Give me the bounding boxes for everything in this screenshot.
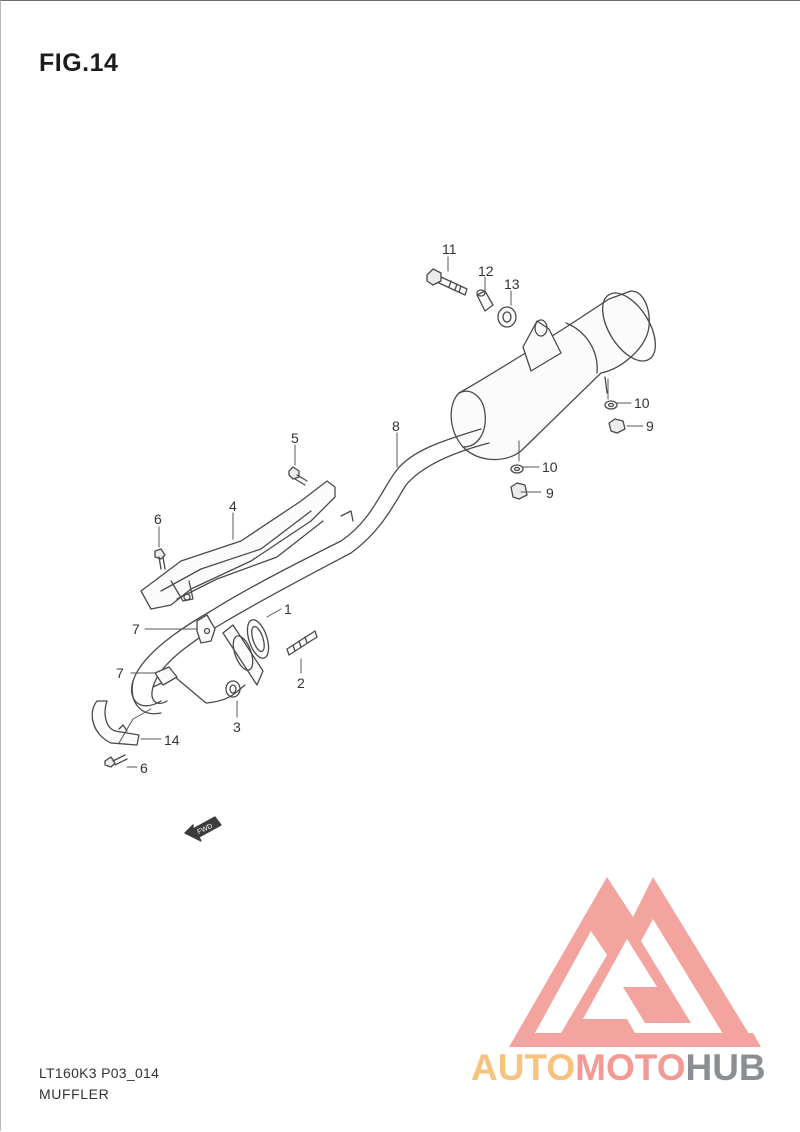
exhaust-pipe: [131, 428, 490, 715]
callout-7-lower: 7: [116, 665, 124, 681]
callout-7-upper: 7: [132, 621, 140, 637]
callout-1: 1: [284, 601, 292, 617]
leader-lines: [118, 256, 644, 768]
callout-3: 3: [233, 719, 241, 735]
section-name: MUFFLER: [39, 1086, 110, 1102]
callout-9-upper: 9: [646, 418, 654, 434]
callout-12: 12: [478, 263, 494, 279]
bolt-6-upper: [154, 548, 166, 570]
clamp-lower: [154, 666, 178, 686]
bolt-9-upper: [608, 418, 626, 434]
callout-11: 11: [442, 241, 457, 257]
callout-6-upper: 6: [154, 511, 162, 527]
callout-13: 13: [504, 276, 520, 292]
callout-9-lower: 9: [546, 485, 554, 501]
bolt-9-lower: [510, 482, 528, 500]
washer-10-upper: [604, 400, 618, 410]
muffler-body: [450, 290, 656, 461]
pipe-protector: [91, 700, 140, 746]
automotohub-logo-icon: [509, 877, 761, 1047]
callout-4: 4: [229, 498, 237, 514]
brand-part-auto: AUTO: [471, 1047, 576, 1088]
callout-6-lower: 6: [140, 760, 148, 776]
callout-8: 8: [392, 418, 400, 434]
model-code: LT160K3 P03_014: [39, 1065, 160, 1081]
washer-10-lower: [510, 464, 524, 474]
brand-part-moto: MOTO: [575, 1047, 686, 1088]
brand-part-hub: HUB: [685, 1047, 766, 1088]
callout-10-lower: 10: [542, 459, 558, 475]
bolt-5: [288, 466, 308, 486]
nut: [225, 680, 241, 698]
bolt-6-lower: [104, 754, 128, 768]
collar-12: [476, 289, 494, 312]
stud-bolt: [286, 630, 318, 656]
callout-10-upper: 10: [634, 395, 650, 411]
callout-2: 2: [297, 675, 305, 691]
gasket: [246, 619, 270, 659]
grommet-13: [497, 306, 517, 328]
clamp-upper: [196, 614, 216, 644]
callout-5: 5: [291, 430, 299, 446]
figure-title: FIG.14: [39, 49, 119, 77]
fwd-arrow-icon: [184, 816, 222, 842]
automotohub-watermark: AUTOMOTOHUB: [471, 1047, 766, 1089]
callout-14: 14: [164, 732, 180, 748]
exhaust-flange: [222, 624, 264, 686]
bolt-11: [426, 268, 468, 296]
heat-shield: [140, 480, 354, 610]
